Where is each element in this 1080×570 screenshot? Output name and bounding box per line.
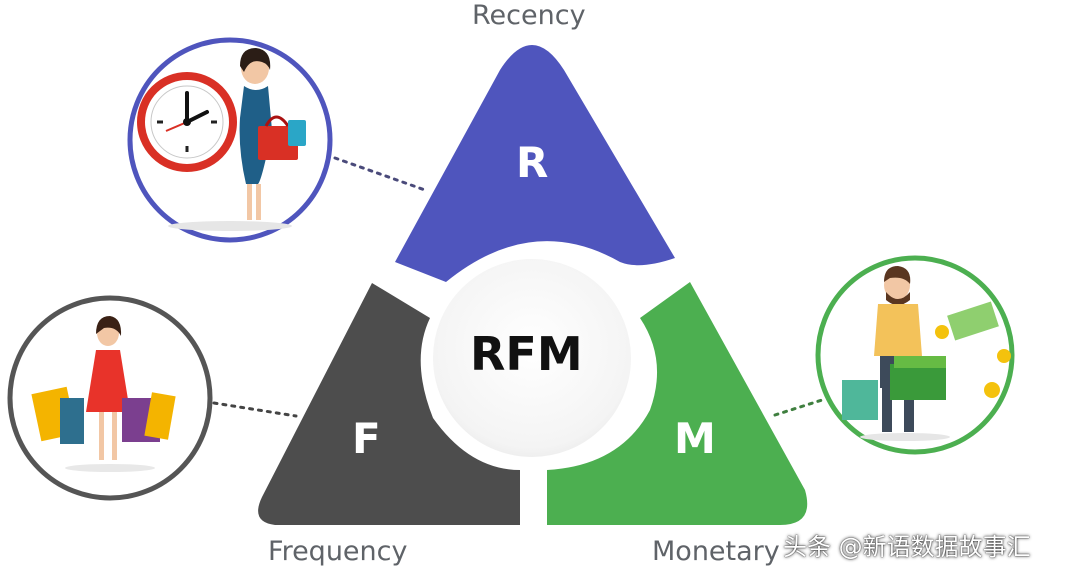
- woman-figure-icon: [239, 48, 306, 220]
- recency-segment: [395, 45, 675, 282]
- recency-illustration: [127, 37, 333, 243]
- recency-connector: [333, 156, 427, 192]
- monetary-illustration: [815, 255, 1015, 455]
- money-man-icon: [842, 266, 1011, 432]
- letter-m: M: [674, 414, 716, 463]
- frequency-label: Frequency: [268, 536, 408, 567]
- clock-icon: [137, 72, 237, 172]
- monetary-connector: [773, 398, 824, 417]
- monetary-segment: [547, 282, 808, 525]
- watermark: 头条 @新语数据故事汇: [783, 533, 1031, 561]
- center-label: RFM: [470, 327, 583, 381]
- recency-label: Recency: [472, 0, 586, 31]
- shopper-woman-icon: [31, 316, 176, 460]
- center-circle: [423, 249, 641, 467]
- monetary-label: Monetary: [652, 536, 780, 567]
- frequency-connector: [212, 401, 298, 418]
- letter-r: R: [516, 138, 549, 187]
- letter-f: F: [352, 414, 381, 463]
- frequency-segment: [258, 283, 520, 525]
- frequency-illustration: [7, 295, 213, 501]
